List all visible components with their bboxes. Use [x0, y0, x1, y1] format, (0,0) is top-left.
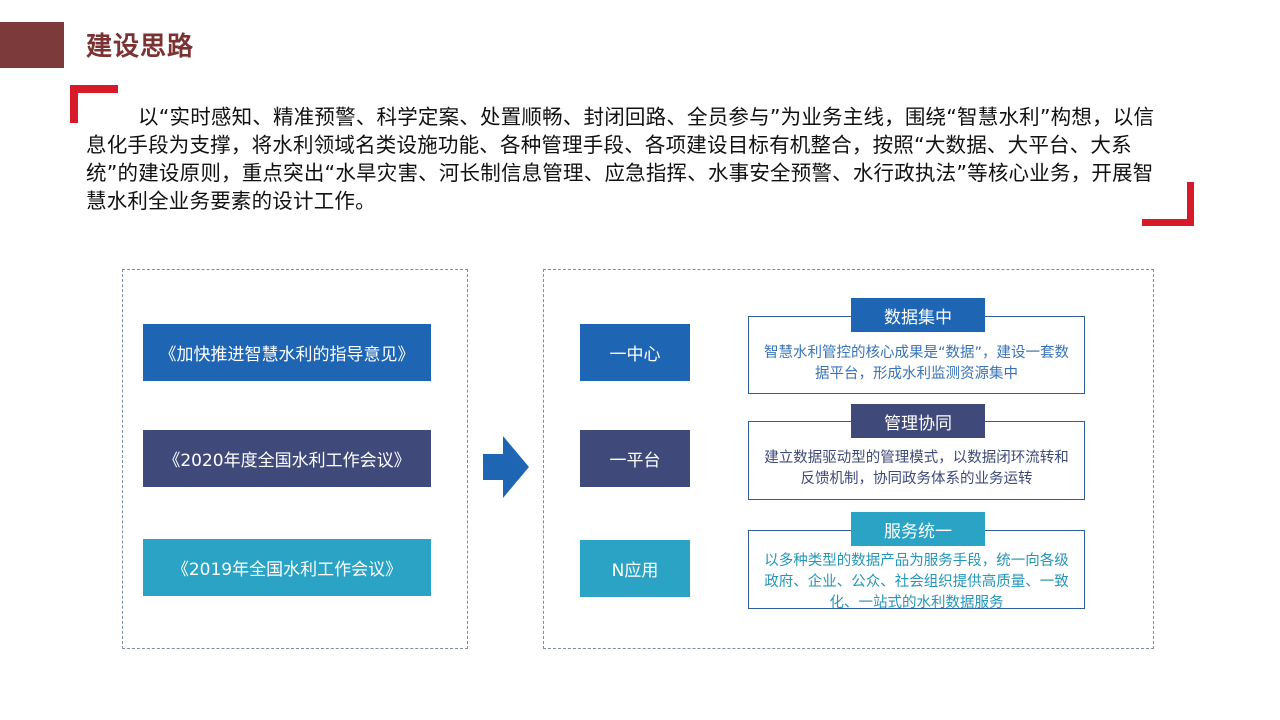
policy-documents-panel — [122, 269, 468, 649]
document-item: 《2019年全国水利工作会议》 — [143, 539, 431, 596]
page-title: 建设思路 — [86, 32, 195, 62]
document-item: 《加快推进智慧水利的指导意见》 — [143, 324, 431, 381]
right-arrow-icon — [483, 436, 529, 498]
description-box: 建立数据驱动型的管理模式，以数据闭环流转和反馈机制，协同政务体系的业务运转 — [748, 421, 1085, 500]
category-box-applications: N应用 — [580, 540, 690, 597]
tag-service-unification: 服务统一 — [851, 512, 985, 546]
corner-bracket-bottom-right — [1142, 182, 1194, 226]
corner-bracket-top-left — [70, 85, 118, 123]
category-box-center: 一中心 — [580, 324, 690, 381]
intro-paragraph: 以“实时感知、精准预警、科学定案、处置顺畅、封闭回路、全员参与”为业务主线，围绕… — [86, 105, 1155, 213]
title-decoration-block — [0, 22, 64, 68]
description-box: 智慧水利管控的核心成果是“数据”，建设一套数据平台，形成水利监测资源集中 — [748, 316, 1085, 394]
architecture-panel — [543, 269, 1154, 649]
category-box-platform: 一平台 — [580, 430, 690, 487]
tag-management-coordination: 管理协同 — [851, 404, 985, 438]
tag-data-centralization: 数据集中 — [851, 298, 985, 332]
document-item: 《2020年度全国水利工作会议》 — [143, 430, 431, 487]
